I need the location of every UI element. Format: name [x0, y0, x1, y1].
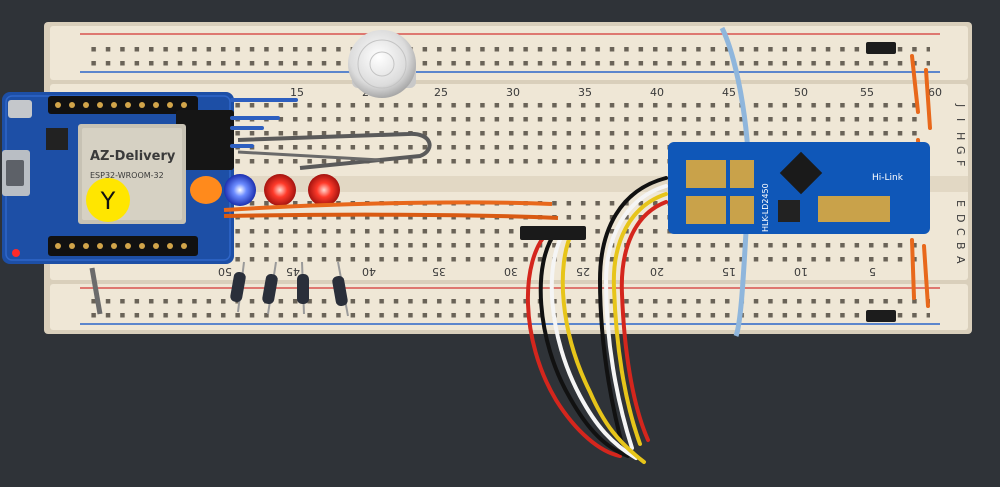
column-number: 5: [869, 265, 876, 278]
sticker-letter: Y: [100, 187, 116, 215]
radar-label: HLK-LD2450: [761, 183, 770, 232]
row-letter: H: [954, 132, 967, 140]
row-letter: J: [954, 103, 967, 107]
row-letter: C: [954, 228, 967, 236]
cable-connector: [520, 226, 586, 240]
led-red: [264, 174, 296, 206]
resistor: [297, 261, 309, 315]
led-red: [308, 174, 340, 206]
radar-brand: Hi-Link: [872, 173, 904, 183]
column-number: 25: [434, 86, 448, 99]
radar-cable-bundle: [526, 176, 668, 464]
jumper-cap: [866, 310, 896, 322]
resistor: [262, 261, 278, 315]
resistor: [230, 261, 246, 313]
row-letter: F: [954, 160, 967, 166]
esp32-board: AZ-Delivery ESP32-WROOM-32 Y: [2, 92, 234, 264]
column-number: 15: [290, 86, 304, 99]
grey-jumper-wire: [237, 131, 432, 170]
column-number: 40: [650, 86, 664, 99]
column-number: 10: [794, 265, 808, 278]
column-number: 40: [362, 265, 376, 278]
grey-jumper-wire: [237, 150, 381, 162]
blue-jumper-wires: [230, 98, 298, 148]
column-number: 50: [794, 86, 808, 99]
column-number: 55: [860, 86, 874, 99]
orange-jumper-wire: [223, 212, 559, 220]
column-number: 45: [722, 86, 736, 99]
resistor: [332, 261, 349, 317]
column-number: 15: [722, 265, 736, 278]
row-letter: E: [954, 200, 967, 207]
column-number: 25: [576, 265, 590, 278]
row-letter: A: [954, 256, 967, 264]
jumper-cap: [866, 42, 896, 54]
leds: [190, 174, 340, 206]
row-letter: I: [954, 118, 967, 121]
column-number: 20: [650, 265, 664, 278]
resistors: [230, 261, 349, 317]
row-letter: D: [954, 214, 967, 222]
column-number: 30: [504, 265, 518, 278]
module-name: ESP32-WROOM-32: [90, 171, 164, 180]
module-brand: AZ-Delivery: [90, 149, 176, 164]
power-led: [12, 249, 20, 257]
column-number: 60: [928, 86, 942, 99]
row-letter: G: [954, 146, 967, 155]
column-number: 35: [432, 265, 446, 278]
bottom-column-numbers: 50 45 40 35 30 25 20 15 10 5: [218, 265, 876, 278]
grey-jumper-wire: [89, 267, 103, 315]
row-letters: J I H G F E D C B A: [954, 103, 967, 264]
sticker: [86, 178, 130, 222]
led-orange: [190, 176, 222, 204]
row-letter: B: [954, 242, 967, 250]
column-number: 45: [286, 265, 300, 278]
orange-jumper-wire: [223, 200, 553, 212]
pir-sensor: [348, 30, 416, 98]
reset-button: [8, 100, 32, 118]
radar-module: Hi-Link HLK-LD2450: [668, 142, 930, 234]
column-number: 50: [218, 265, 232, 278]
led-blue: [224, 174, 256, 206]
column-number: 35: [578, 86, 592, 99]
column-number: 30: [506, 86, 520, 99]
